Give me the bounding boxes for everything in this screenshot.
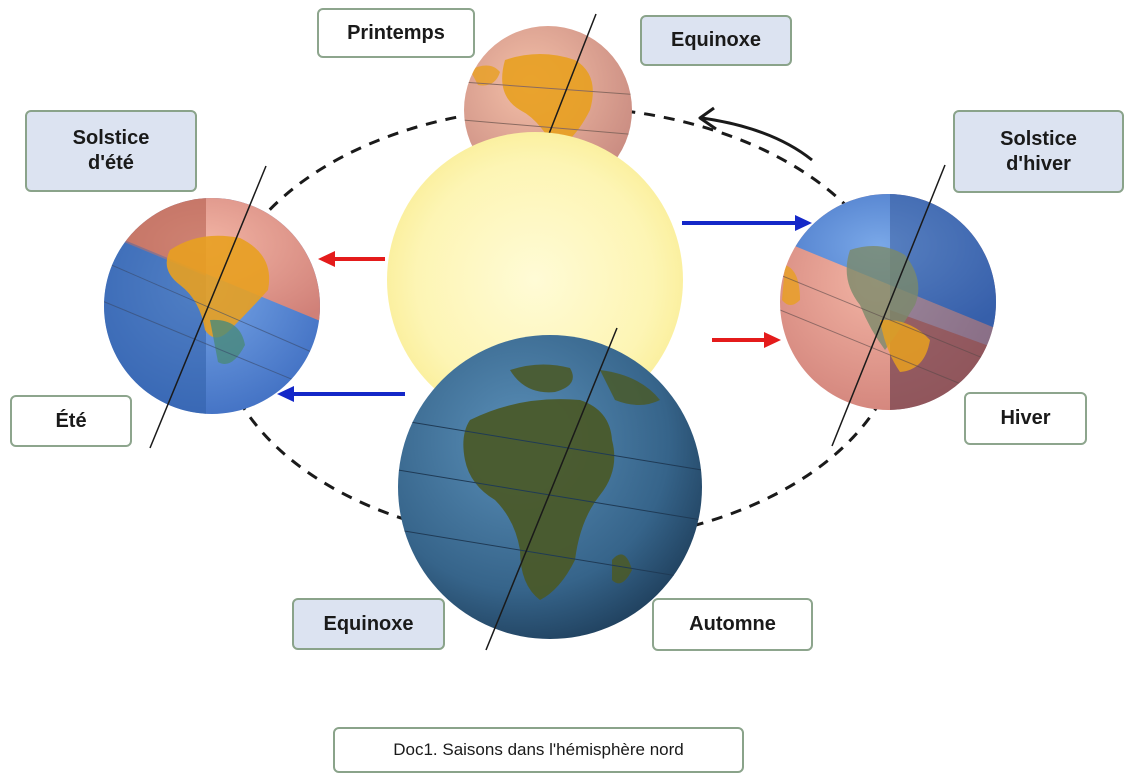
sunray-blue-left: [277, 386, 405, 402]
label-solstice-ete: Solstice d'été: [25, 110, 197, 192]
sunray-red-right: [712, 332, 781, 348]
earth-autumn: [398, 327, 702, 651]
figure-caption: Doc1. Saisons dans l'hémisphère nord: [333, 727, 744, 773]
label-solstice-hiver: Solstice d'hiver: [953, 110, 1124, 193]
label-automne: Automne: [652, 598, 813, 651]
label-hiver: Hiver: [964, 392, 1087, 445]
label-ete: Été: [10, 395, 132, 447]
earth-summer: [104, 165, 320, 449]
label-equinoxe-bottom: Equinoxe: [292, 598, 445, 650]
sunray-blue-right: [682, 215, 812, 231]
sunray-red-left: [318, 251, 385, 267]
orbit-arrowhead-icon: [698, 106, 717, 131]
label-printemps: Printemps: [317, 8, 475, 58]
orbit-direction-arrow: [701, 116, 813, 162]
label-equinoxe-top: Equinoxe: [640, 15, 792, 66]
